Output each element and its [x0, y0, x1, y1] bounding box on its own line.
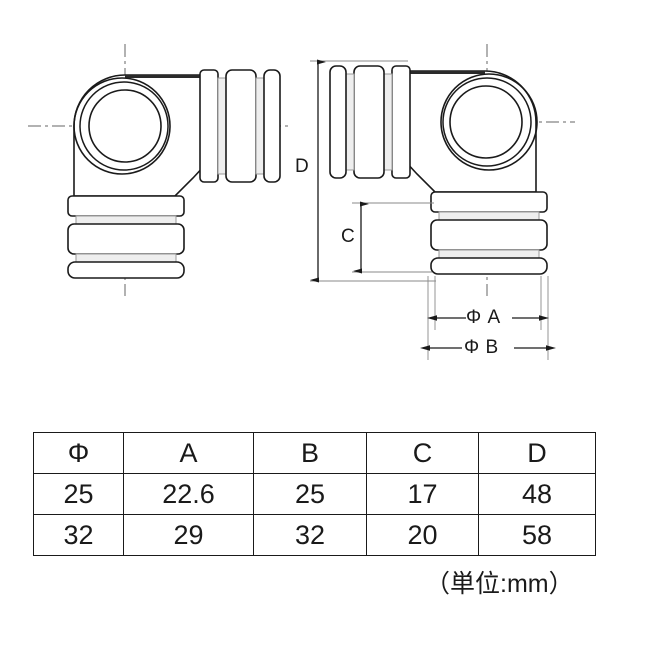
right-h-rib-2 [329, 65, 347, 179]
right-elbow-view [329, 44, 575, 296]
left-circle-middle [79, 81, 169, 171]
table-row: 25 22.6 25 17 48 [33, 473, 596, 515]
right-v-rib-2 [430, 257, 548, 275]
left-v-groove-2 [75, 253, 177, 263]
right-body-top-shade [405, 71, 485, 74]
table-cell: 25 [33, 473, 124, 515]
right-v-groove-2 [438, 249, 540, 259]
left-port-circles [73, 77, 171, 175]
dimension-label-d: D [295, 156, 310, 177]
left-body-top-shade [125, 75, 205, 78]
table-header-a: A [123, 432, 254, 474]
table-header-phi: Φ [33, 432, 124, 474]
table-cell: 22.6 [123, 473, 254, 515]
left-h-groove-1 [217, 77, 227, 175]
table-cell: 32 [253, 514, 367, 556]
table-cell: 17 [366, 473, 479, 515]
right-h-rib-1 [353, 65, 385, 179]
unit-note: （単位:mm） [425, 570, 574, 598]
table-cell: 25 [253, 473, 367, 515]
right-v-rib-1 [430, 219, 548, 251]
left-v-collar [67, 195, 185, 217]
left-h-groove-2 [255, 77, 265, 175]
left-v-groove-1 [75, 215, 177, 225]
right-circle-middle [442, 77, 532, 167]
left-v-rib-1 [67, 223, 185, 255]
left-vertical-spigot [67, 195, 185, 279]
right-h-groove-2 [345, 73, 355, 171]
right-v-collar [430, 191, 548, 213]
table-cell: 58 [478, 514, 596, 556]
left-circle-inner [88, 89, 162, 163]
left-horizontal-spigot [199, 69, 281, 183]
left-elbow-view [28, 44, 290, 296]
right-h-collar [391, 65, 411, 179]
right-port-circles [440, 73, 538, 171]
table-header-d: D [478, 432, 596, 474]
right-v-groove-1 [438, 211, 540, 221]
right-circle-inner [449, 85, 523, 159]
table-cell: 32 [33, 514, 124, 556]
left-circle-outer [73, 77, 171, 175]
right-h-groove-1 [383, 73, 393, 171]
left-h-rib-2 [263, 69, 281, 183]
dimension-lines [310, 59, 556, 360]
table-row: 32 29 32 20 58 [33, 514, 596, 556]
table-header-c: C [366, 432, 479, 474]
dimension-label-c: C [341, 226, 356, 247]
table-header-row: Φ A B C D [33, 432, 596, 474]
right-vertical-spigot [430, 191, 548, 275]
dimension-label-phi-b: Φ B [464, 337, 499, 358]
table-cell: 29 [123, 514, 254, 556]
right-horizontal-spigot [329, 65, 411, 179]
table-cell: 20 [366, 514, 479, 556]
right-circle-outer [440, 73, 538, 171]
left-v-rib-2 [67, 261, 185, 279]
table-header-b: B [253, 432, 367, 474]
left-h-rib-1 [225, 69, 257, 183]
dimension-table: Φ A B C D 25 22.6 25 17 48 32 29 32 20 5… [33, 432, 596, 556]
table-cell: 48 [478, 473, 596, 515]
left-h-collar [199, 69, 219, 183]
dimension-label-phi-a: Φ A [466, 307, 501, 328]
